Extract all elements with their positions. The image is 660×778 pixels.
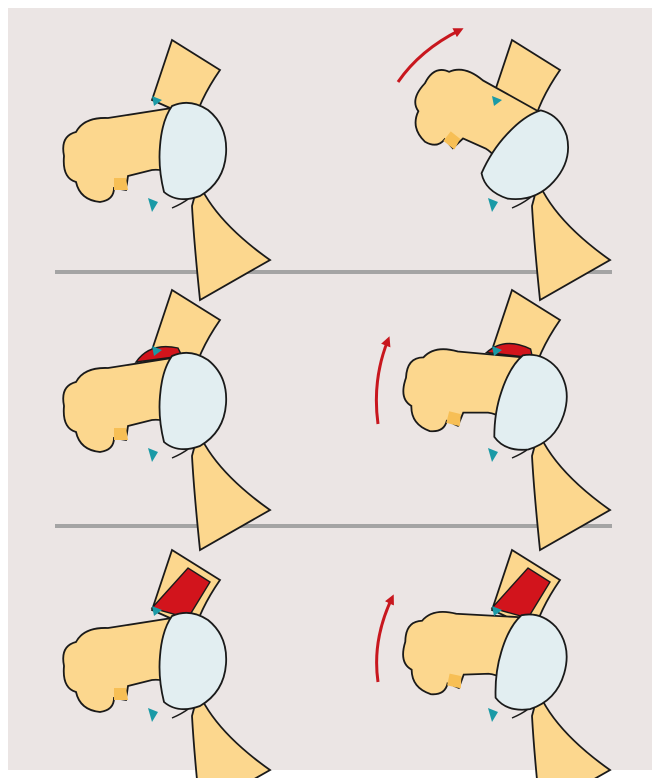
hip-impingement-figure <box>0 0 660 778</box>
